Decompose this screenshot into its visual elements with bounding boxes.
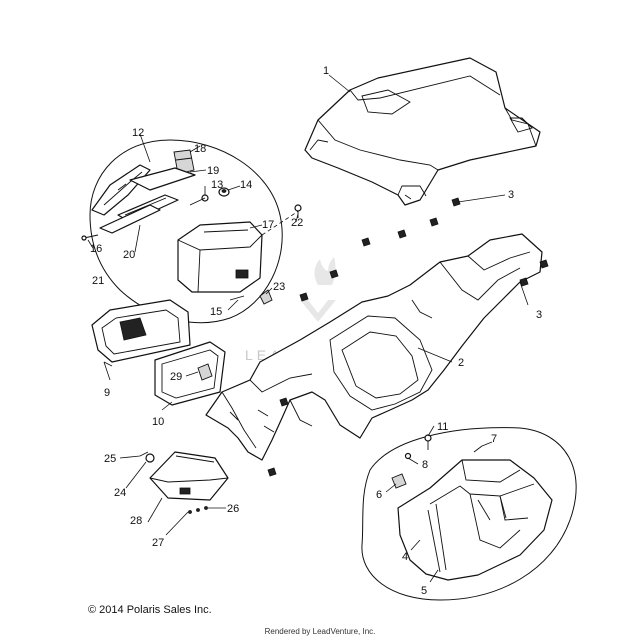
part-gasket-frame: [154, 341, 226, 406]
part-screw-16: [81, 234, 99, 241]
callout-27: 27: [152, 537, 164, 549]
callout-4: 4: [402, 551, 408, 563]
watermark-logo: [300, 257, 336, 322]
copyright-text: © 2014 Polaris Sales Inc.: [88, 604, 212, 616]
callout-3a: 3: [508, 189, 514, 201]
part-dash-frame: [205, 233, 543, 461]
rendered-by-text: Rendered by LeadVenture, Inc.: [264, 627, 376, 636]
callout-6: 6: [376, 489, 382, 501]
callout-19: 19: [207, 165, 219, 177]
callout-9: 9: [104, 387, 110, 399]
fasteners-3: [267, 197, 549, 477]
callout-11: 11: [437, 421, 448, 433]
part-gasket: [99, 204, 161, 234]
part-connector: [173, 149, 195, 175]
callout-7: 7: [491, 433, 497, 445]
callout-15: 15: [210, 306, 222, 318]
part-bolt-25: [139, 451, 149, 457]
part-bezel: [91, 164, 151, 216]
callout-20: 20: [123, 249, 135, 261]
callout-14: 14: [240, 179, 252, 191]
callout-5: 5: [421, 585, 427, 597]
callout-29: 29: [170, 371, 182, 383]
callout-23: 23: [273, 281, 285, 293]
callout-12: 12: [132, 127, 144, 139]
part-cover: [91, 299, 191, 367]
part-seal: [129, 167, 196, 191]
callout-25: 25: [104, 453, 116, 465]
part-pins-26-27: [188, 506, 208, 514]
part-screw-15: [229, 295, 245, 301]
callout-17: 17: [262, 219, 274, 231]
callout-18: 18: [194, 143, 206, 155]
callout-21: 21: [92, 275, 104, 287]
callout-2: 2: [458, 357, 464, 369]
part-bolt-24: [145, 453, 155, 463]
part-knob-14: [218, 187, 230, 197]
callout-1: 1: [323, 65, 329, 77]
part-glove-box: [397, 459, 553, 581]
callout-8: 8: [422, 459, 428, 471]
callout-16: 16: [90, 243, 102, 255]
callout-10: 10: [152, 416, 164, 428]
part-latch-29: [197, 363, 213, 381]
part-clip-23: [259, 289, 273, 305]
callout-3b: 3: [536, 309, 542, 321]
callout-13: 13: [211, 179, 223, 191]
glove-box-callout-ring: [361, 427, 577, 601]
callout-24: 24: [114, 487, 126, 499]
part-module: [149, 451, 229, 501]
leader-lines: [87, 74, 529, 583]
callout-22: 22: [291, 217, 303, 229]
part-fastener-13: [189, 194, 209, 206]
callout-26: 26: [227, 503, 239, 515]
callout-28: 28: [130, 515, 142, 527]
part-hood-panel: [304, 57, 541, 206]
part-gauge-housing: [177, 221, 263, 293]
cluster-callout-ring: [89, 139, 283, 324]
